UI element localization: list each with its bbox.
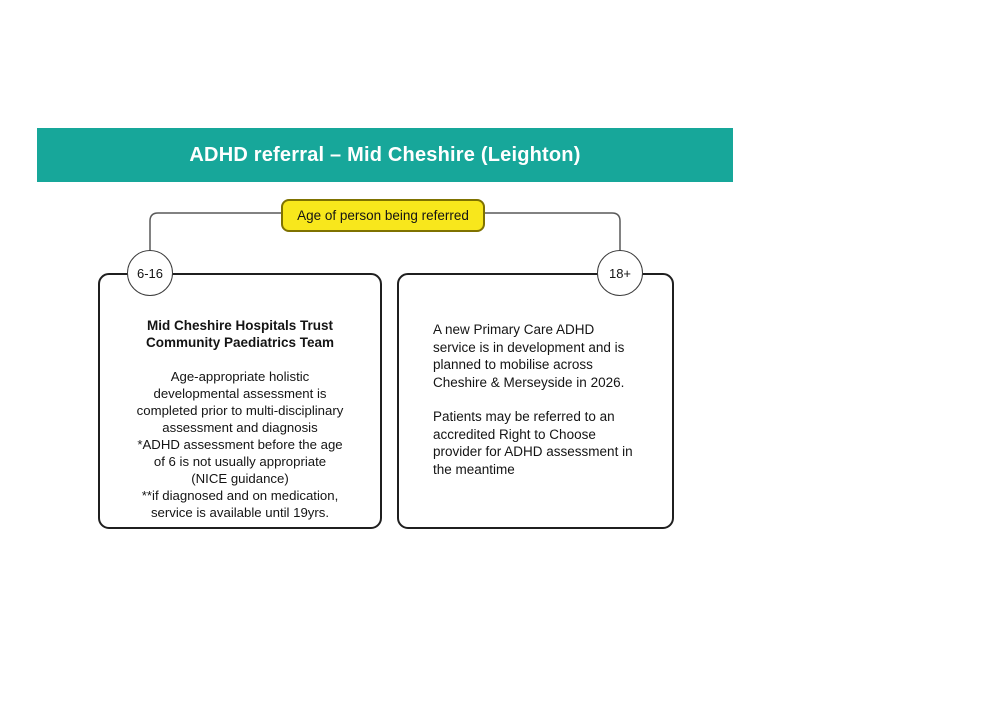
age-circle-18plus: 18+	[597, 250, 643, 296]
adult-service-box: A new Primary Care ADHD service is in de…	[397, 273, 674, 529]
age-circle-6-16-label: 6-16	[136, 265, 164, 281]
age-circle-6-16: 6-16	[127, 250, 173, 296]
adult-service-paragraph-1: A new Primary Care ADHD service is in de…	[433, 322, 625, 390]
paediatrics-box-body: Age-appropriate holistic developmental a…	[136, 369, 344, 520]
page-title: ADHD referral – Mid Cheshire (Leighton)	[189, 143, 581, 166]
paediatrics-box-heading: Mid Cheshire Hospitals Trust Community P…	[145, 318, 335, 350]
title-banner: ADHD referral – Mid Cheshire (Leighton)	[37, 128, 733, 182]
paediatrics-team-box: Mid Cheshire Hospitals Trust Community P…	[98, 273, 382, 529]
connector-left-elbow	[149, 212, 283, 251]
adult-service-paragraph-2: Patients may be referred to an accredite…	[433, 409, 633, 477]
age-question-text: Age of person being referred	[297, 208, 469, 223]
age-question-label: Age of person being referred	[281, 199, 485, 232]
connector-right-elbow	[483, 212, 621, 251]
age-circle-18plus-label: 18+	[608, 265, 632, 281]
